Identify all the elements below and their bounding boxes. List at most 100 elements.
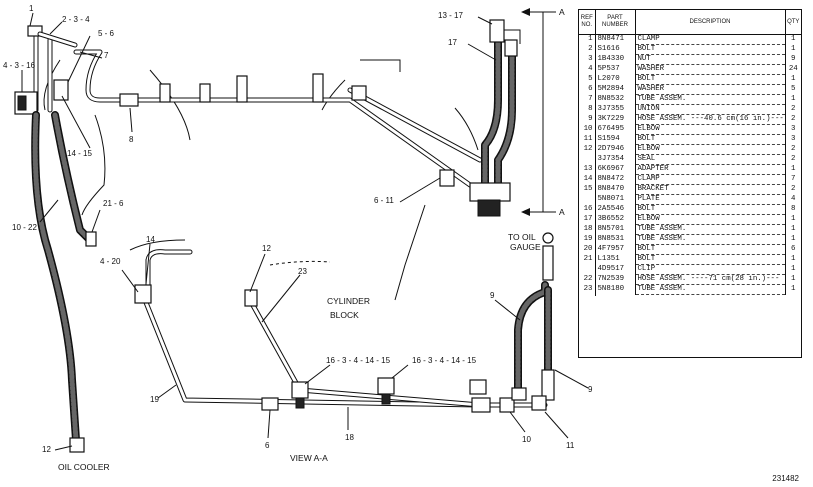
callout-9-top: 9: [490, 291, 495, 300]
callout-13-17: 13 - 17: [438, 11, 463, 20]
description-cell: WASHER: [635, 84, 786, 95]
qty-cell: 1: [791, 95, 796, 103]
part-number-cell: 5P537: [595, 64, 636, 75]
filler-cell: [635, 294, 786, 295]
ref-cell: 20: [579, 244, 596, 255]
cylinder-block-label-line1: CYLINDER: [327, 296, 370, 306]
qty-cell: 2: [791, 185, 796, 193]
callout-12-top: 12: [262, 244, 271, 253]
part-number-cell: 8N5701: [595, 224, 636, 235]
part-number-cell: 2A5546: [595, 204, 636, 215]
part-number-cell: S1616: [595, 44, 636, 55]
qty-header: QTY: [785, 10, 801, 35]
qty-cell: 5: [791, 85, 796, 93]
callout-4-20: 4 - 20: [100, 257, 121, 266]
description-cell: HOSE ASSEM. ----71 cm(28 in.)---: [635, 274, 786, 285]
description-cell: BOLT: [635, 254, 786, 265]
callout-21-6: 21 - 6: [103, 199, 124, 208]
to-oil-gauge-label-line2: GAUGE: [510, 242, 541, 252]
description-cell: ELBOW: [635, 214, 786, 225]
drawing-number: 231482: [772, 474, 799, 483]
description-header: DESCRIPTION: [635, 10, 786, 35]
description-cell: CLIP: [635, 264, 786, 275]
callout-16-assembly-right: 16 - 3 - 4 - 14 - 15: [412, 356, 477, 365]
callout-9-bottom: 9: [588, 385, 593, 394]
qty-cell: 7: [791, 175, 796, 183]
ref-cell: 3: [579, 54, 596, 65]
qty-cell: 4: [791, 195, 796, 203]
section-label-bottom: A: [559, 207, 565, 217]
diagram-labels: TO OIL GAUGE CYLINDER BLOCK OIL COOLER V…: [58, 232, 541, 472]
ref-cell: 5: [579, 74, 596, 85]
part-number-cell: 3B6552: [595, 214, 636, 225]
part-number-cell: 4F7957: [595, 244, 636, 255]
to-oil-gauge-label-line1: TO OIL: [508, 232, 536, 242]
ref-cell: 23: [579, 284, 596, 295]
description-cell: ELBOW: [635, 144, 786, 155]
qty-cell: 2: [791, 145, 796, 153]
qty-cell: 9: [791, 55, 796, 63]
callout-14-15: 14 - 15: [67, 149, 92, 158]
description-cell: BRACKET: [635, 184, 786, 195]
cylinder-block-label-line2: BLOCK: [330, 310, 359, 320]
ref-cell: 4: [579, 64, 596, 75]
qty-cell: 1: [791, 165, 796, 173]
callout-2-3-4: 2 - 3 - 4: [62, 15, 90, 24]
callout-11: 11: [566, 441, 575, 450]
part-number-cell: 676495: [595, 124, 636, 135]
part-number-cell: 2D7946: [595, 144, 636, 155]
lower-tubes: [134, 249, 548, 413]
part-number-cell: 3J7354: [595, 154, 636, 165]
ref-cell: 7: [579, 94, 596, 105]
qty-cell: 8: [791, 205, 796, 213]
callout-23: 23: [298, 267, 307, 276]
qty-cell: 1: [791, 35, 796, 44]
description-cell: BOLT: [635, 204, 786, 215]
ref-cell: 13: [579, 164, 596, 175]
ref-cell: 19: [579, 234, 596, 245]
qty-cell: 1: [791, 265, 796, 273]
qty-cell: 24: [788, 65, 798, 73]
right-hoses: [469, 19, 521, 217]
qty-cell: 2: [791, 115, 796, 123]
part-number-cell: 7N2539: [595, 274, 636, 285]
qty-cell: 1: [791, 75, 796, 83]
qty-cell: 1: [791, 225, 796, 233]
ref-cell: 1: [579, 34, 596, 45]
qty-cell: 1: [791, 255, 796, 263]
callout-12-bottom: 12: [42, 445, 51, 454]
part-number-cell: 8N8531: [595, 234, 636, 245]
callouts: 1 2 - 3 - 4 5 - 6 7 4 - 3 - 16 8 14 - 15…: [3, 4, 593, 454]
description-cell: WASHER: [635, 64, 786, 75]
gauge-hoses: [511, 232, 555, 411]
oil-cooler-hose: [31, 111, 97, 453]
qty-cell: 2: [791, 105, 796, 113]
callout-1: 1: [29, 4, 34, 13]
filler-cell: [579, 294, 596, 295]
ref-cell: 17: [579, 214, 596, 225]
part-number-cell: L2070: [595, 74, 636, 85]
part-number-cell: 3K7229: [595, 114, 636, 125]
ref-cell: 21: [579, 254, 596, 265]
qty-cell: 1: [791, 275, 796, 283]
part-number-cell: 1B4330: [595, 54, 636, 65]
part-number-cell: 8N8532: [595, 94, 636, 105]
description-cell: SEAL: [635, 154, 786, 165]
